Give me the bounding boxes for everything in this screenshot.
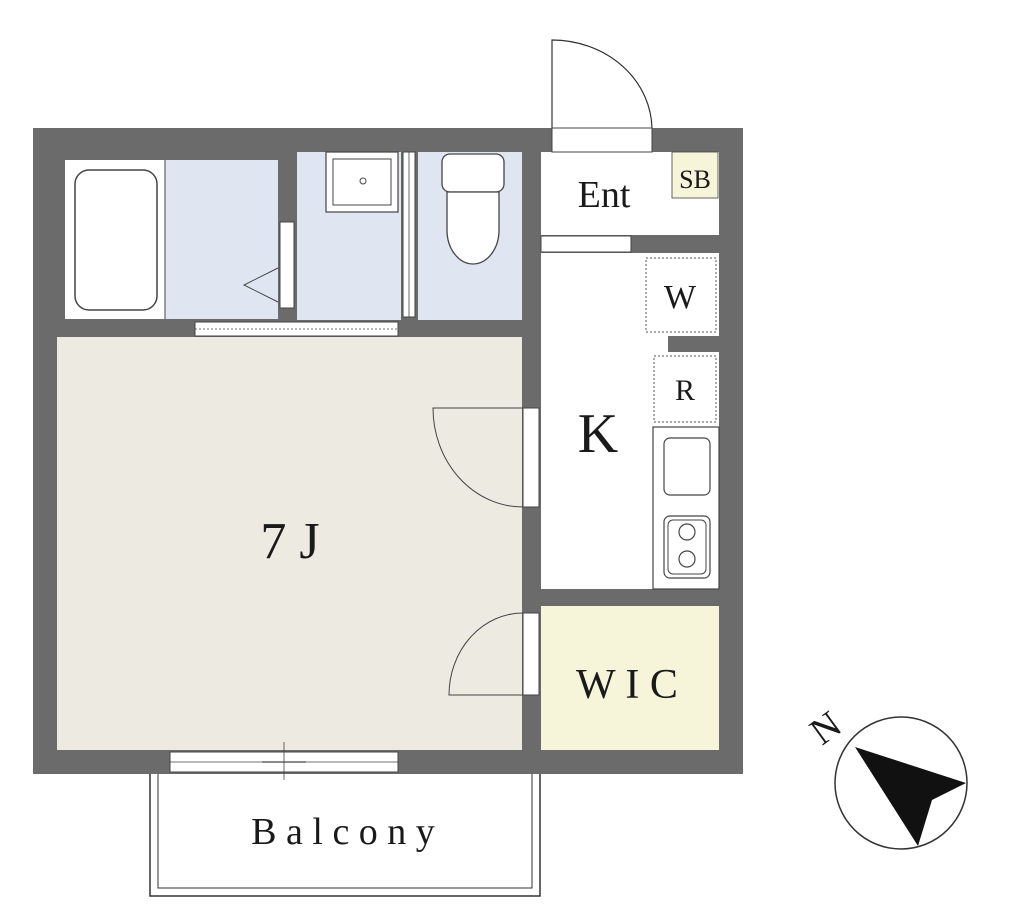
north-arrow-icon: N [802,703,968,850]
wic-label: W I C [576,662,678,708]
sink-icon [663,437,711,496]
kitchen-wall-stub [668,336,719,352]
washer-space [645,257,717,333]
bathtub-icon [74,169,158,311]
toilet-icon [441,153,505,265]
wic-door[interactable] [448,612,540,696]
wic-floor [541,606,719,750]
entrance-door-frame [551,127,653,153]
balcony-label: B a l c o n y [251,811,435,853]
shoe-box [671,151,719,199]
kitchen-counter [652,426,720,590]
stove-icon [663,515,711,579]
entrance-label: Ent [578,174,631,216]
main-room-floor [57,337,522,750]
floor-drain-icon [242,267,279,303]
bathroom-door[interactable] [279,221,295,309]
shoe-box-label: SB [679,165,711,194]
bathtub-area [65,160,165,319]
main-room-door[interactable] [432,407,540,508]
main-room-label: 7 J [260,513,319,570]
washer-label: W [664,279,697,316]
entrance-door[interactable] [551,39,653,131]
refrigerator-space [653,355,717,423]
kitchen-label: K [578,403,618,465]
balcony-window[interactable] [169,742,399,780]
entrance-step [540,235,632,253]
washbasin-icon [325,151,399,213]
north-label: N [802,703,849,753]
refrigerator-label: R [675,374,695,407]
